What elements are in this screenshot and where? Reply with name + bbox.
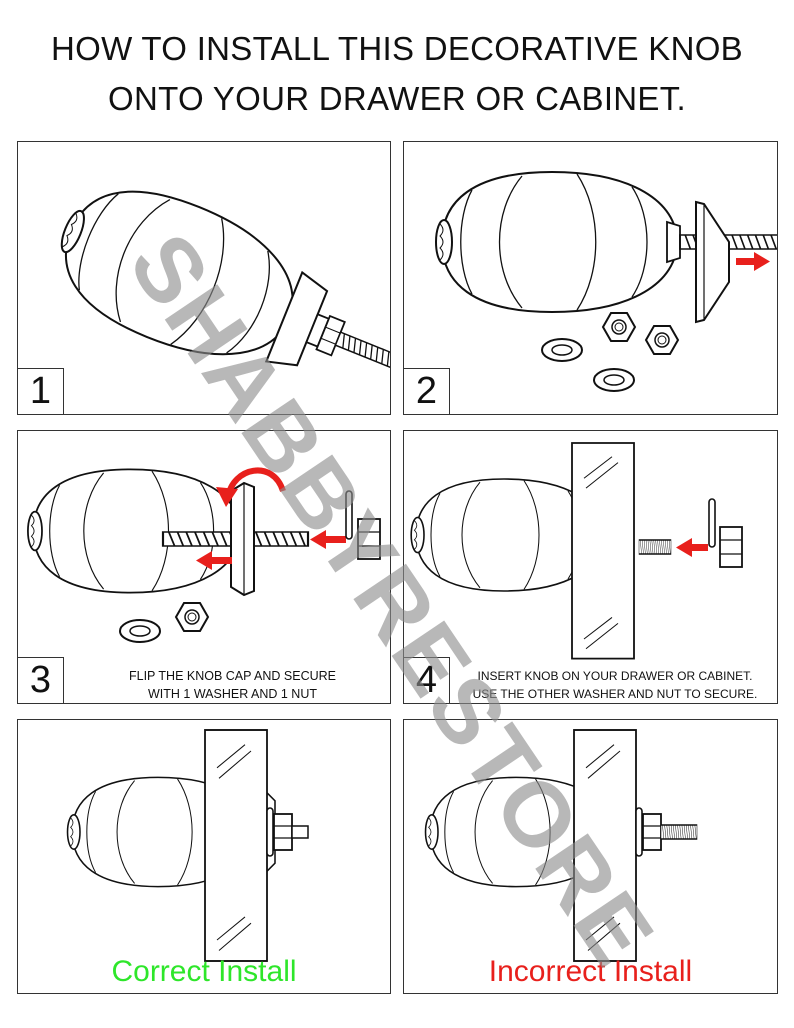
step-2-illustration <box>435 171 777 392</box>
arrow-left-icon <box>196 551 232 570</box>
step-3-illustration <box>27 467 381 643</box>
arrow-left-icon <box>676 538 708 557</box>
arrow-left-icon <box>310 530 346 549</box>
step-4-caption: INSERT KNOB ON YOUR DRAWER OR CABINET. U… <box>454 667 776 703</box>
caption-line: INSERT KNOB ON YOUR DRAWER OR CABINET. <box>477 669 753 683</box>
incorrect-install-panel: Incorrect Install <box>403 719 778 994</box>
caption-line: WITH 1 WASHER AND 1 NUT <box>148 687 317 701</box>
step-4-panel: 4 INSERT KNOB ON YOUR DRAWER OR CABINET.… <box>403 430 778 704</box>
step-3-panel: 3 FLIP THE KNOB CAP AND SECURE WITH 1 WA… <box>17 430 391 704</box>
correct-install-label: Correct Install <box>111 955 297 988</box>
step-3-caption: FLIP THE KNOB CAP AND SECURE WITH 1 WASH… <box>80 667 385 703</box>
incorrect-install-label: Incorrect Install <box>488 955 693 988</box>
correct-install-panel: Correct Install <box>17 719 391 994</box>
arrow-right-icon <box>736 252 770 271</box>
caption-line: USE THE OTHER WASHER AND NUT TO SECURE. <box>472 687 758 701</box>
caption-line: FLIP THE KNOB CAP AND SECURE <box>128 669 336 683</box>
step-1-illustration <box>38 162 390 385</box>
step-number: 2 <box>404 368 450 414</box>
incorrect-install-illustration <box>424 729 698 962</box>
page-title-line-2: ONTO YOUR DRAWER OR CABINET. <box>107 80 687 117</box>
step-number: 1 <box>18 368 64 414</box>
step-number: 3 <box>18 657 64 703</box>
step-4-illustration <box>410 442 743 660</box>
step-2-panel: 2 <box>403 141 778 415</box>
correct-install-illustration <box>66 729 309 962</box>
step-1-panel: 1 <box>17 141 391 415</box>
rotate-arrow-icon <box>216 467 286 507</box>
step-number: 4 <box>404 657 450 703</box>
page-title-line-1: HOW TO INSTALL THIS DECORATIVE KNOB <box>50 30 743 67</box>
